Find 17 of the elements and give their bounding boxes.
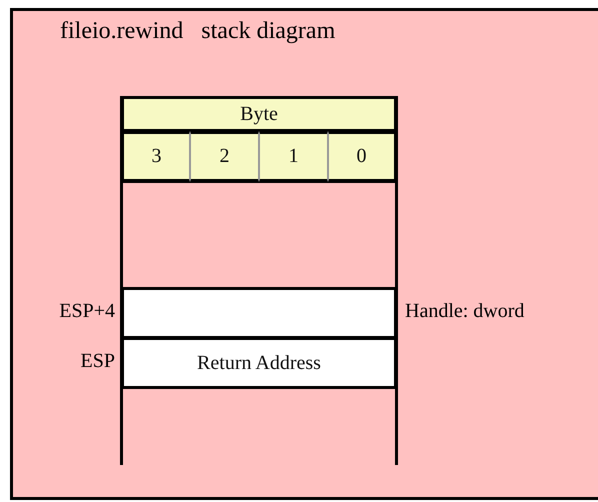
byte-cell — [328, 131, 397, 182]
stack-slot — [121, 337, 397, 389]
offset-label: ESP+4 — [59, 300, 115, 323]
cell-text: 0 — [356, 145, 366, 168]
cell-text: 2 — [220, 145, 230, 168]
byte-cell — [259, 131, 328, 182]
cell-text: 1 — [288, 145, 298, 168]
diagram-title: fileio.rewind stack diagram — [60, 18, 336, 45]
parameter-label: Handle: dword — [405, 300, 524, 323]
byte-cell — [190, 131, 259, 182]
offset-label: ESP — [80, 350, 115, 373]
byte-cell — [121, 131, 190, 182]
cell-text: 3 — [152, 145, 162, 168]
header-cell — [121, 96, 397, 132]
cell-text: Return Address — [197, 352, 321, 374]
empty-stack-slot — [121, 287, 397, 339]
cell-text: Byte — [240, 102, 278, 126]
